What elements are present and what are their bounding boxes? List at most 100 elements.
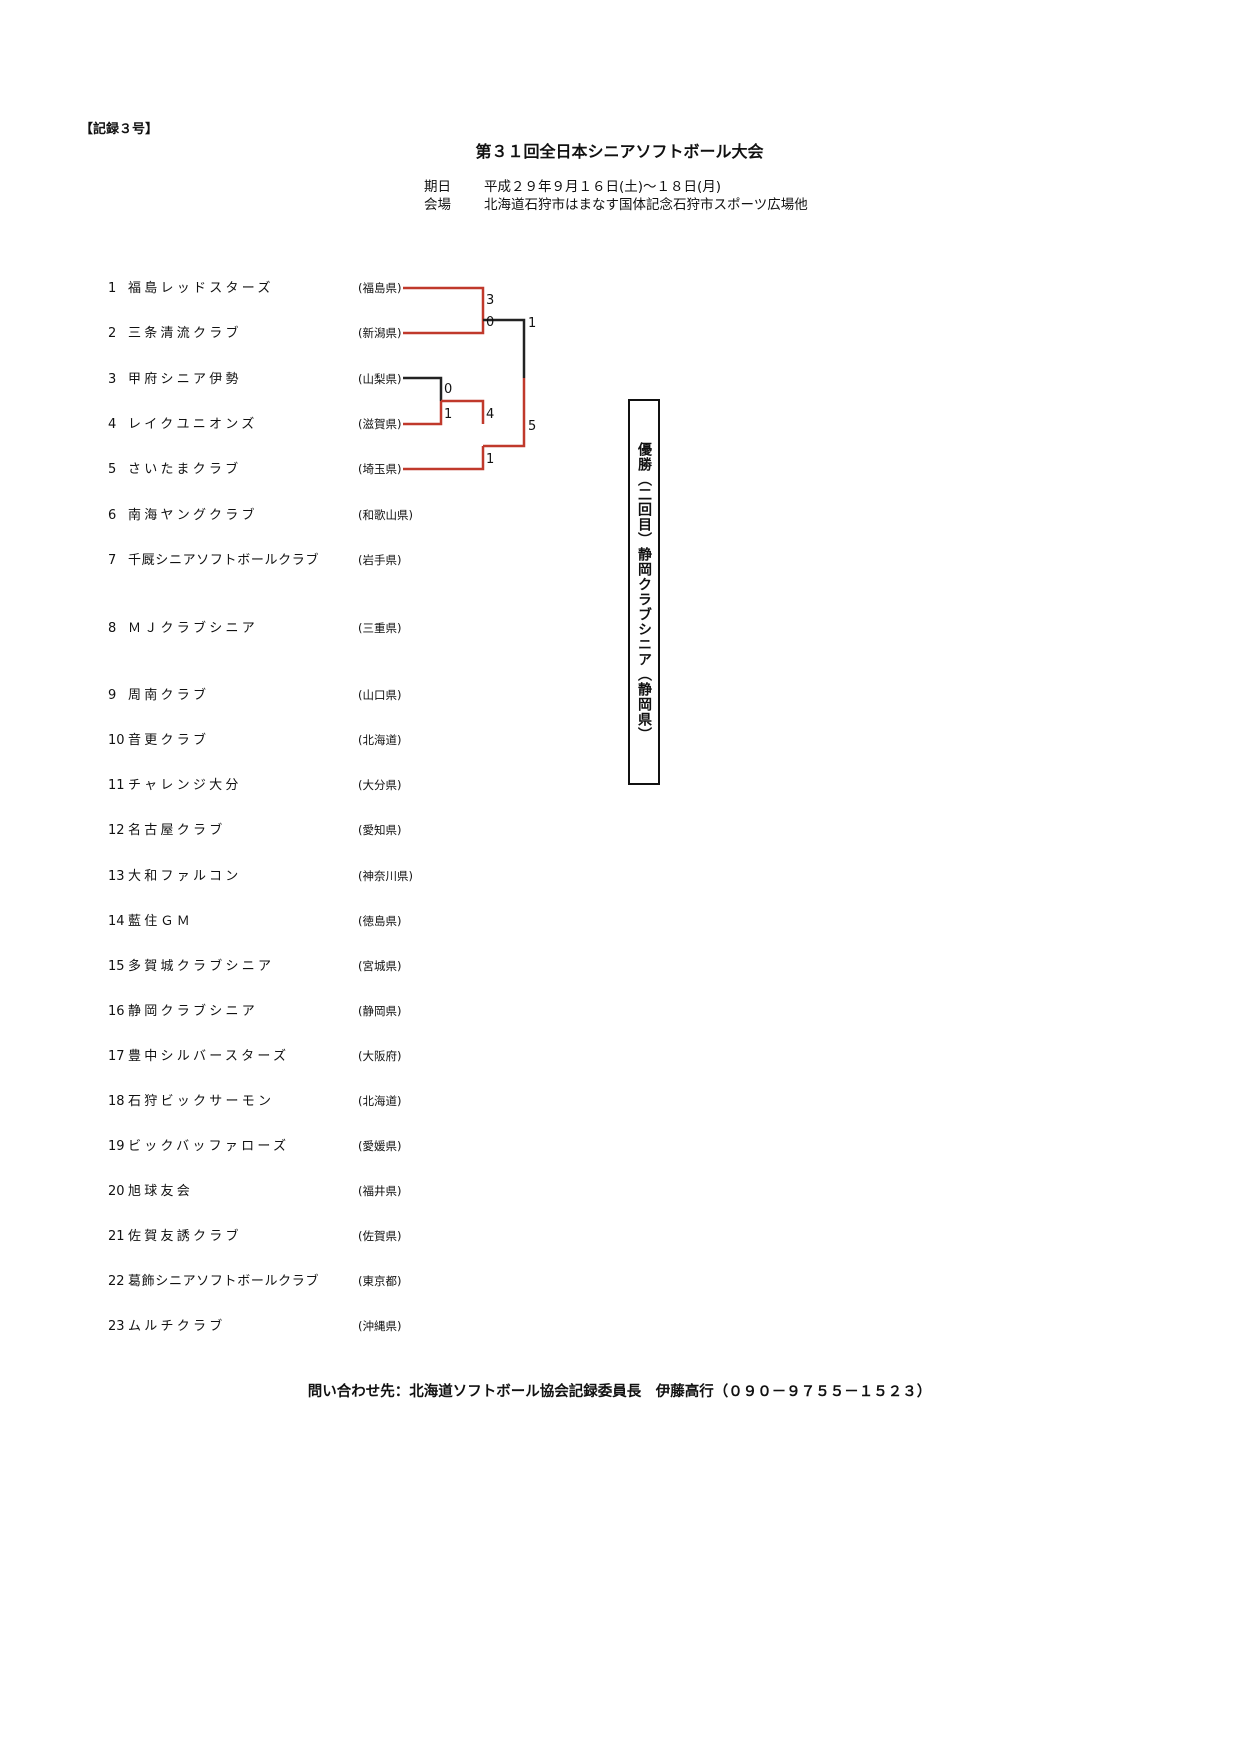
team-entry-7: 7 千厩シニアソフトボールクラブ (岩手県) <box>108 550 401 570</box>
team-prefecture: (佐賀県) <box>358 1229 402 1243</box>
team-name: 福島レッドスターズ <box>128 281 274 296</box>
scores-left: 3 0 0 1 4 5 1 1 <box>444 293 536 467</box>
score-left: 0 <box>486 315 494 330</box>
contact-footer: 問い合わせ先：北海道ソフトボール協会記録委員長 伊藤高行（０９０－９７５５－１５… <box>307 1384 932 1400</box>
team-number: 23 <box>108 1319 125 1334</box>
team-name: 千厩シニアソフトボールクラブ <box>128 553 320 568</box>
team-name: ＭＪクラブシニア <box>128 621 259 636</box>
score-left: 1 <box>444 407 452 422</box>
team-name: 佐賀友誘クラブ <box>128 1229 242 1244</box>
team-number: 19 <box>108 1139 125 1154</box>
team-number: 3 <box>108 372 117 387</box>
team-prefecture: (山梨県) <box>358 372 402 386</box>
team-number: 6 <box>108 508 117 523</box>
record-number-tag: 【記録３号】 <box>80 122 159 137</box>
team-number: 18 <box>108 1094 125 1109</box>
team-name: 旭球友会 <box>128 1184 194 1199</box>
team-number: 16 <box>108 1004 125 1019</box>
team-entry-6: 6 南海ヤングクラブ (和歌山県) <box>108 505 413 525</box>
team-number: 2 <box>108 326 117 341</box>
team-number: 12 <box>108 823 125 838</box>
team-number: 22 <box>108 1274 125 1289</box>
team-name: 多賀城クラブシニア <box>128 959 275 974</box>
line-l-6 <box>403 446 485 471</box>
team-prefecture: (大阪府) <box>358 1049 402 1063</box>
team-prefecture: (大分県) <box>358 778 402 792</box>
team-name: 静岡クラブシニア <box>128 1004 259 1019</box>
team-number: 7 <box>108 553 117 568</box>
team-prefecture: (東京都) <box>358 1274 402 1288</box>
team-prefecture: (沖縄県) <box>358 1319 402 1333</box>
team-number: 9 <box>108 688 117 703</box>
team-prefecture: (岩手県) <box>358 553 402 567</box>
date-value: 平成２９年９月１６日(土)～１８日(月) <box>484 179 722 195</box>
team-number: 21 <box>108 1229 125 1244</box>
date-label: 期日 <box>424 179 451 195</box>
team-number: 20 <box>108 1184 125 1199</box>
team-name: 三条清流クラブ <box>128 326 242 341</box>
team-name: 周南クラブ <box>128 688 210 703</box>
team-number: 13 <box>108 869 125 884</box>
line-l-1 <box>403 286 485 320</box>
score-left: 1 <box>486 452 494 467</box>
team-name: 名古屋クラブ <box>128 823 226 838</box>
team-name: 石狩ビックサーモン <box>128 1094 275 1109</box>
score-left: 0 <box>444 382 452 397</box>
team-entry-9: 9 周南クラブ (山口県) <box>108 685 401 705</box>
team-name: 葛飾シニアソフトボールクラブ <box>128 1274 320 1289</box>
team-number: 10 <box>108 733 125 748</box>
score-left: 3 <box>486 293 494 308</box>
line-l-3 <box>403 376 443 401</box>
team-name: 藍住ＧＭ <box>128 914 194 929</box>
team-prefecture: (滋賀県) <box>358 417 402 431</box>
line-l-7 <box>483 318 526 378</box>
team-name: 大和ファルコン <box>128 869 242 884</box>
team-prefecture: (愛知県) <box>358 823 402 837</box>
team-prefecture: (福島県) <box>358 281 402 295</box>
venue-label: 会場 <box>424 197 451 213</box>
team-prefecture: (福井県) <box>358 1184 402 1198</box>
line-l-8 <box>483 378 526 448</box>
team-prefecture: (宮城県) <box>358 959 402 973</box>
team-number: 1 <box>108 281 117 296</box>
team-number: 5 <box>108 462 117 477</box>
team-entry-2: 2 三条清流クラブ (新潟県) <box>108 323 401 343</box>
team-name: さいたまクラブ <box>128 462 242 477</box>
team-name: 南海ヤングクラブ <box>128 508 258 523</box>
score-left: 5 <box>528 419 536 434</box>
team-prefecture: (愛媛県) <box>358 1139 402 1153</box>
team-prefecture: (山口県) <box>358 688 402 702</box>
line-l-4 <box>403 401 443 426</box>
team-name: 豊中シルバースターズ <box>128 1049 290 1064</box>
team-prefecture: (神奈川県) <box>358 869 413 883</box>
venue-value: 北海道石狩市はまなす国体記念石狩市スポーツ広場他 <box>484 197 808 213</box>
team-prefecture: (徳島県) <box>358 914 402 928</box>
team-prefecture: (三重県) <box>358 621 402 635</box>
team-prefecture: (北海道) <box>358 733 402 747</box>
team-prefecture: (静岡県) <box>358 1004 402 1018</box>
team-prefecture: (和歌山県) <box>358 508 413 522</box>
team-name: ムルチクラブ <box>128 1319 226 1334</box>
team-number: 17 <box>108 1049 125 1064</box>
team-number: 15 <box>108 959 125 974</box>
team-name: チャレンジ大分 <box>128 778 242 793</box>
team-prefecture: (新潟県) <box>358 326 402 340</box>
score-left: 4 <box>486 407 494 422</box>
